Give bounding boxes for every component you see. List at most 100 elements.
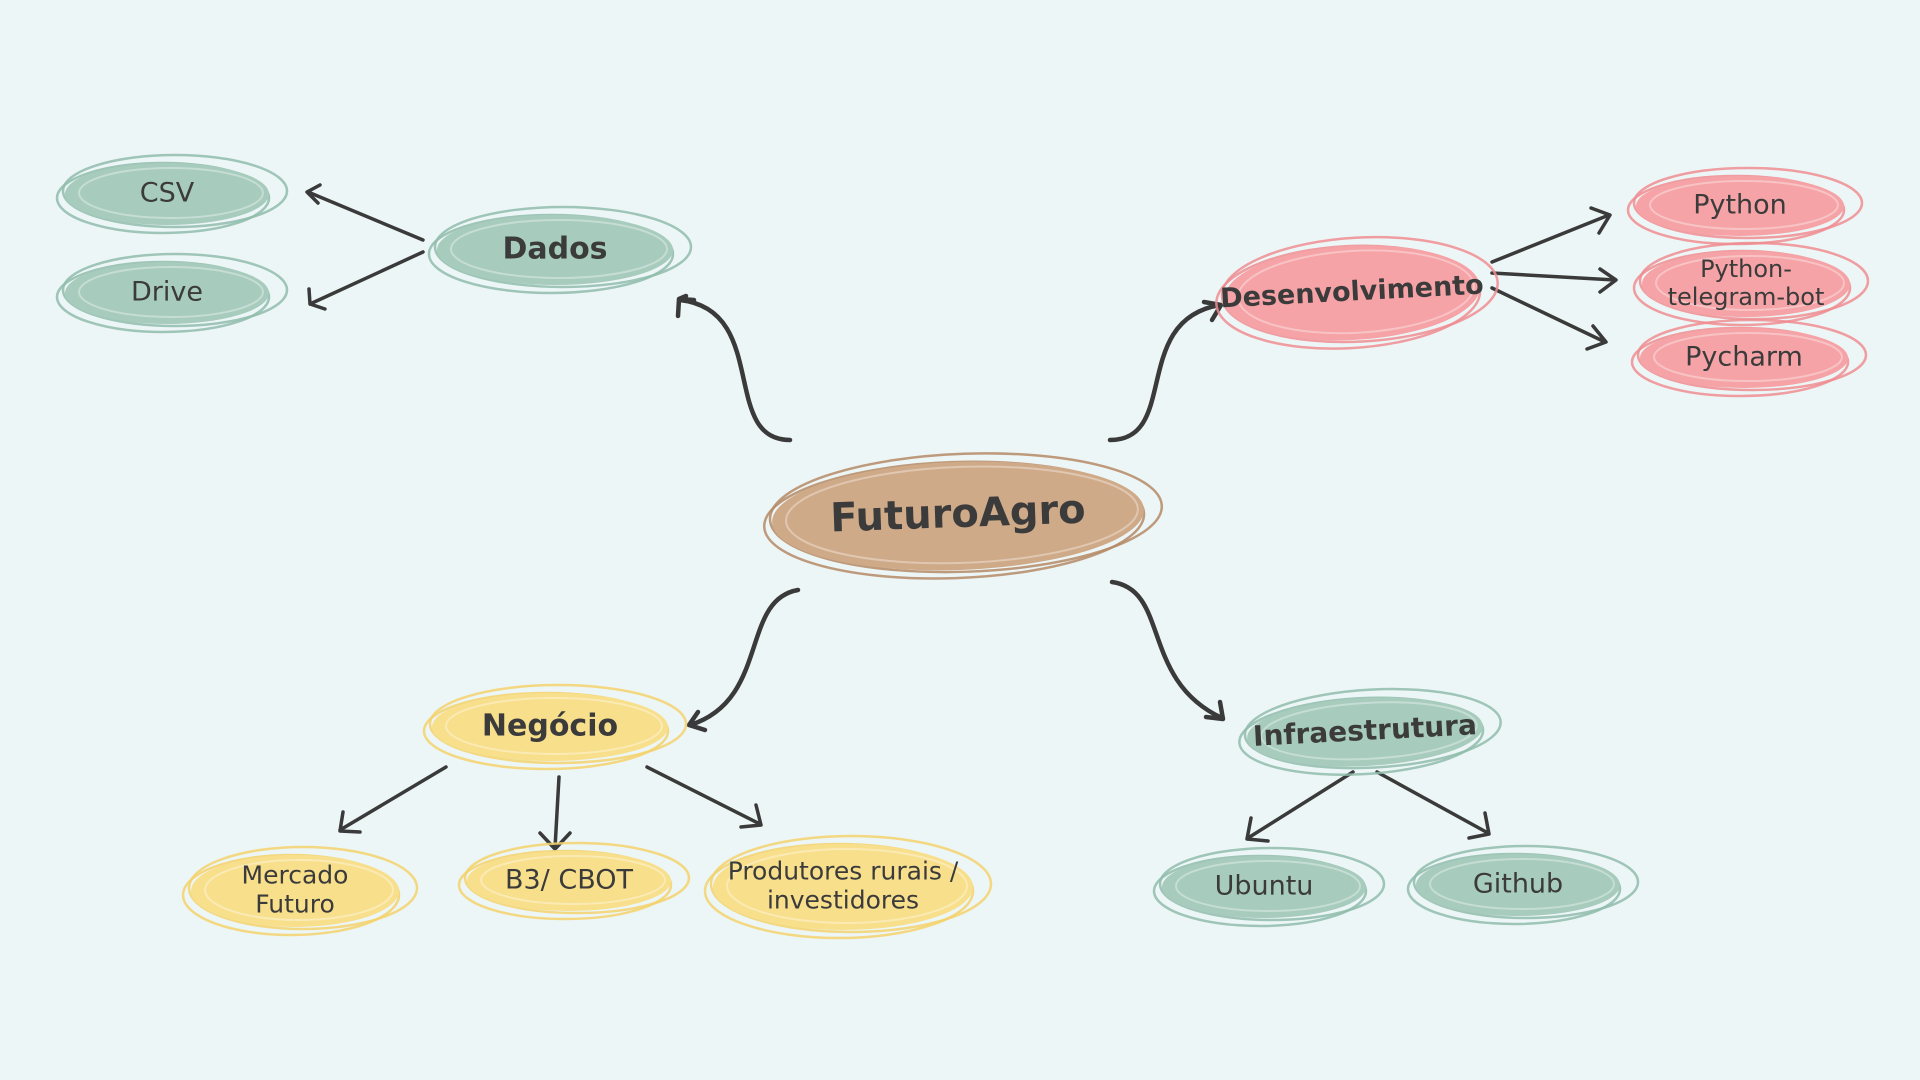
leaf-node-github-highlight	[1429, 858, 1615, 910]
branch-node-dados-label: Dados	[502, 232, 607, 267]
leaf-node-ubuntu: Ubuntu	[1152, 846, 1386, 928]
branch-node-dados-highlight	[450, 219, 668, 279]
arrow-dev-to-python	[1490, 206, 1612, 264]
leaf-node-csv-highlight	[78, 167, 264, 219]
branch-node-negocio-label: Negócio	[482, 709, 618, 744]
leaf-node-drive: Drive	[55, 252, 289, 334]
connectors	[305, 183, 1618, 851]
leaf-node-b3-cbot-outline-stroke	[457, 849, 673, 921]
leaf-node-github: Github	[1406, 844, 1640, 926]
arrow-negocio-to-mercado	[338, 765, 448, 834]
branch-node-negocio-highlight	[445, 697, 663, 755]
leaf-node-pycharm-bubble	[1640, 328, 1848, 388]
arrow-dados-to-drive	[307, 250, 425, 311]
arrowhead-dados	[675, 293, 697, 319]
leaf-node-produtores-rurais-investidores-label: Produtores rurais /investidores	[728, 857, 959, 915]
root-node-futuroagro: FuturoAgro	[762, 452, 1164, 580]
leaf-node-produtores-rurais-investidores-outline-stroke	[709, 834, 993, 934]
leaf-node-pycharm-outline-stroke	[1636, 318, 1868, 392]
leaf-node-pycharm-highlight	[1653, 332, 1843, 382]
arrow-negocio-to-b3	[538, 775, 572, 851]
arrow-negocio-to-produtores	[645, 765, 763, 829]
branch-node-dados: Dados	[427, 205, 693, 295]
branch-node-desenvolvimento-outline-stroke	[1215, 244, 1482, 350]
branch-node-dados-outline-stroke	[433, 205, 693, 289]
leaf-node-b3-cbot: B3/ CBOT	[457, 841, 691, 921]
branch-node-desenvolvimento-outline-stroke	[1220, 235, 1499, 344]
leaf-node-pycharm: Pycharm	[1630, 318, 1868, 398]
leaf-node-ubuntu-highlight	[1175, 860, 1361, 912]
leaf-node-drive-highlight	[78, 266, 264, 318]
root-node-futuroagro-outline-stroke	[768, 452, 1164, 574]
leaf-node-b3-cbot-label: B3/ CBOT	[505, 865, 634, 896]
branch-node-infraestrutura: Infraestrutura	[1238, 687, 1502, 776]
leaf-node-b3-cbot-outline-stroke	[463, 841, 691, 915]
root-node-futuroagro-outline-stroke	[762, 460, 1146, 580]
branch-node-negocio-bubble	[432, 693, 668, 761]
leaf-node-mercado-futuro-outline-stroke	[181, 853, 401, 937]
arrow-root-to-desenvolvimento	[1107, 302, 1223, 443]
leaf-node-csv-bubble	[65, 163, 269, 225]
branch-node-infraestrutura-bubble	[1247, 697, 1483, 767]
arrow-root-to-dados	[677, 297, 793, 443]
leaf-node-ubuntu-outline-stroke	[1152, 854, 1368, 928]
leaf-node-produtores-rurais-investidores-outline-stroke	[703, 842, 975, 940]
branch-node-infraestrutura-outline-stroke	[1238, 696, 1485, 776]
branch-node-negocio-outline-stroke	[428, 683, 688, 765]
leaf-node-github-bubble	[1416, 854, 1620, 916]
arrow-dev-to-pycharm	[1490, 286, 1608, 351]
arrow-dados-to-csv	[305, 183, 425, 242]
root-node-futuroagro-bubble	[772, 461, 1144, 571]
leaf-node-csv-outline-stroke	[55, 161, 271, 235]
branch-node-negocio-outline-stroke	[422, 691, 670, 771]
arrow-dev-to-telegram	[1490, 267, 1618, 294]
root-node-futuroagro-highlight	[785, 465, 1139, 565]
leaf-node-b3-cbot-highlight	[480, 855, 666, 905]
branch-node-desenvolvimento-bubble	[1224, 245, 1480, 341]
leaf-node-github-outline-stroke	[1412, 844, 1640, 920]
branch-node-desenvolvimento-highlight	[1237, 249, 1475, 335]
arrow-infra-to-github	[1375, 770, 1491, 840]
arrowhead-infraestrutura	[1203, 699, 1226, 722]
branch-node-infraestrutura-outline-stroke	[1243, 687, 1502, 770]
leaf-node-produtores-rurais-investidores: Produtores rurais /investidores	[703, 834, 993, 940]
leaf-node-python-telegram-bot: Python-telegram-bot	[1632, 241, 1870, 327]
leaf-node-mercado-futuro-bubble	[191, 855, 399, 927]
arrow-root-to-infraestrutura	[1109, 579, 1225, 721]
arrowhead-desenvolvimento	[1201, 299, 1224, 323]
leaf-node-b3-cbot-bubble	[467, 851, 671, 911]
leaf-node-github-outline-stroke	[1406, 852, 1622, 926]
leaf-node-python-telegram-bot-label: Python-telegram-bot	[1668, 255, 1825, 311]
leaf-node-drive-bubble	[65, 262, 269, 324]
arrow-root-to-negocio	[687, 587, 801, 728]
leaf-node-python-highlight	[1649, 180, 1839, 230]
leaf-node-drive-outline-stroke	[61, 252, 289, 328]
leaf-node-github-label: Github	[1473, 869, 1563, 900]
leaf-node-ubuntu-label: Ubuntu	[1215, 871, 1314, 902]
leaf-node-csv-label: CSV	[140, 178, 195, 209]
leaf-node-python: Python	[1626, 166, 1864, 246]
leaf-node-drive-label: Drive	[131, 277, 203, 308]
leaf-node-mercado-futuro-highlight	[204, 859, 394, 921]
arrowhead-negocio	[686, 709, 708, 733]
leaf-node-ubuntu-outline-stroke	[1158, 846, 1386, 922]
leaf-node-produtores-rurais-investidores-bubble	[713, 844, 973, 930]
leaf-node-mercado-futuro-outline-stroke	[187, 845, 419, 931]
branch-node-dados-bubble	[437, 215, 673, 285]
leaf-node-python-label: Python	[1693, 190, 1787, 221]
leaf-node-pycharm-outline-stroke	[1630, 326, 1850, 398]
leaf-node-python-outline-stroke	[1632, 166, 1864, 240]
leaf-node-drive-outline-stroke	[55, 260, 271, 334]
branch-node-dados-outline-stroke	[427, 213, 675, 295]
leaf-node-produtores-rurais-investidores-highlight	[726, 848, 968, 924]
leaf-node-python-telegram-bot-outline-stroke	[1632, 249, 1852, 327]
leaf-node-ubuntu-bubble	[1162, 856, 1366, 918]
leaf-node-csv: CSV	[55, 153, 289, 235]
leaf-node-python-telegram-bot-highlight	[1655, 255, 1845, 311]
leaf-node-pycharm-label: Pycharm	[1685, 342, 1803, 373]
branch-node-infraestrutura-highlight	[1260, 701, 1478, 761]
